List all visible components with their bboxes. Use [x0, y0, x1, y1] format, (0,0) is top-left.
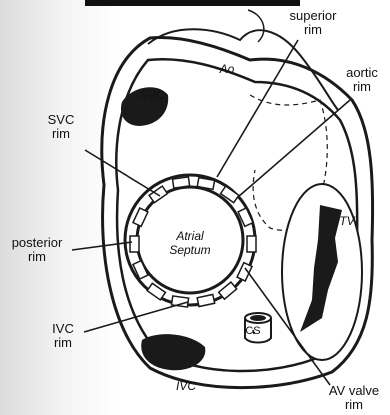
- av-valve-rim-label: AV valve rim: [318, 384, 390, 412]
- cs-opening: [250, 315, 266, 321]
- atrial-septum-label: Atrial Septum: [155, 229, 225, 257]
- aortic-rim-label: aortic rim: [334, 66, 390, 94]
- superior-rim-label: superior rim: [278, 9, 348, 37]
- ivc-label: IVC: [166, 379, 206, 393]
- svc-label: SVC: [132, 88, 172, 102]
- ivc-rim-label: IVC rim: [38, 322, 88, 350]
- tv-label: TV: [332, 214, 362, 228]
- posterior-rim-label: posterior rim: [0, 236, 74, 264]
- top-edge-bar: [85, 0, 300, 6]
- svc-rim-label: SVC rim: [36, 113, 86, 141]
- ao-label: Ao: [212, 62, 242, 76]
- cs-label: CS: [238, 324, 268, 338]
